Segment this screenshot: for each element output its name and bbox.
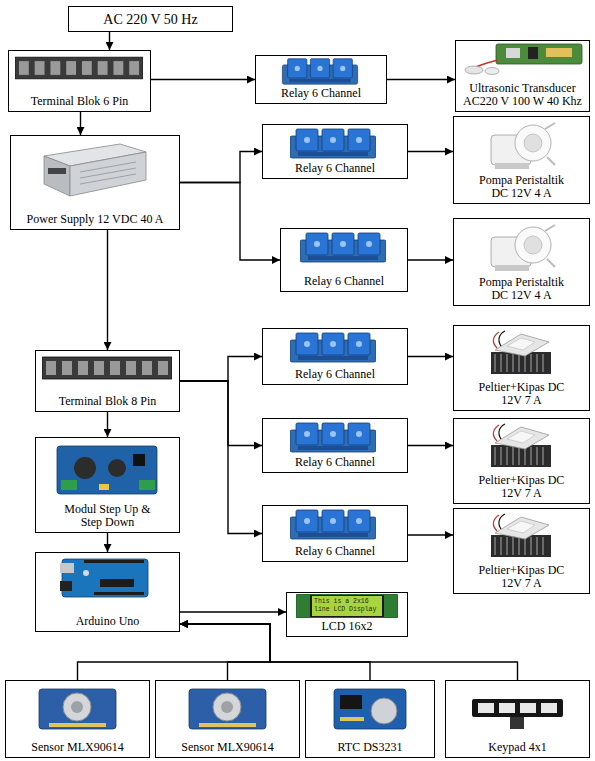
node-label: Peltier+Kipas DC 12V 7 A	[472, 474, 572, 500]
load-box: Peltier+Kipas DC 12V 7 A	[453, 418, 590, 504]
arrow-connector	[408, 356, 453, 357]
lcd-display-icon	[296, 594, 398, 618]
arrow-connector	[78, 624, 271, 680]
arrow-connector	[180, 183, 280, 261]
relay-module-icon	[290, 423, 376, 452]
peltier-fan-icon	[491, 514, 551, 557]
node-label: AC 220 V 50 Hz	[103, 12, 197, 27]
terminal-block-box: Terminal Blok 8 Pin	[35, 350, 180, 412]
terminal-block-icon	[15, 57, 143, 79]
node-label: Keypad 4x1	[488, 741, 546, 754]
node-label: Pompa Peristaltik DC 12V 4 A	[472, 174, 572, 200]
lcd-screen-text: This is a 2x16 line LCD Display	[314, 598, 380, 614]
load-box: Ultrasonic Transducer AC220 V 100 W 40 K…	[455, 40, 590, 112]
node-label: Terminal Blok 8 Pin	[59, 395, 157, 408]
arrow-connector	[180, 611, 286, 612]
power-source-box: AC 220 V 50 Hz	[68, 6, 233, 32]
node-label: Modul Step Up & Step Down	[58, 503, 158, 529]
converter-box: Modul Step Up & Step Down	[35, 437, 180, 533]
relay-box: Relay 6 Channel	[262, 418, 408, 473]
peltier-fan-icon	[491, 424, 551, 467]
arrow-connector	[408, 151, 453, 152]
terminal-block-box: Terminal Blok 6 Pin	[8, 50, 151, 112]
peristaltic-pump-icon	[491, 123, 555, 169]
node-label: Relay 6 Channel	[295, 545, 375, 558]
arduino-board-icon	[60, 559, 148, 597]
relay-module-icon	[290, 129, 376, 158]
load-box: Pompa Peristaltik DC 12V 4 A	[453, 218, 590, 306]
input-device-box: Sensor MLX90614	[5, 680, 150, 758]
arrow-connector	[151, 79, 255, 80]
arrow-connector	[180, 381, 262, 534]
relay-box: Relay 6 Channel	[280, 228, 408, 292]
arrow-connector	[180, 381, 262, 446]
node-label: Relay 6 Channel	[304, 275, 384, 288]
temperature-sensor-icon	[189, 689, 266, 729]
node-label: Peltier+Kipas DC 12V 7 A	[472, 381, 572, 407]
arrow-connector	[180, 357, 262, 382]
arrow-connector	[408, 259, 453, 260]
input-device-box: Keypad 4x1	[445, 680, 590, 758]
node-label: Relay 6 Channel	[295, 368, 375, 381]
node-label: Peltier+Kipas DC 12V 7 A	[472, 564, 572, 590]
node-label: Ultrasonic Transducer AC220 V 100 W 40 K…	[460, 82, 585, 108]
input-device-box: Sensor MLX90614	[155, 680, 300, 758]
arrow-connector	[387, 79, 455, 80]
step-module-icon	[57, 446, 157, 494]
rtc-module-icon	[334, 689, 406, 729]
node-label: LCD 16x2	[322, 620, 373, 633]
arrow-connector	[408, 534, 453, 535]
relay-box: Relay 6 Channel	[262, 505, 408, 562]
node-label: Sensor MLX90614	[31, 741, 123, 754]
relay-module-icon	[290, 510, 376, 539]
power-supply-icon	[44, 144, 146, 196]
keypad-icon	[472, 699, 563, 729]
arrow-connector	[408, 445, 453, 446]
node-label: Relay 6 Channel	[295, 162, 375, 175]
node-label: Relay 6 Channel	[295, 456, 375, 469]
load-box: Pompa Peristaltik DC 12V 4 A	[453, 116, 590, 204]
load-box: Peltier+Kipas DC 12V 7 A	[453, 325, 590, 411]
relay-box: Relay 6 Channel	[262, 124, 408, 179]
ultrasonic-transducer-icon	[465, 44, 582, 75]
arrow-connector	[107, 533, 108, 552]
arrow-connector	[109, 32, 110, 50]
load-box: Peltier+Kipas DC 12V 7 A	[453, 508, 590, 594]
relay-module-icon	[282, 59, 357, 84]
relay-module-icon	[300, 233, 386, 262]
relay-box: Relay 6 Channel	[255, 55, 387, 104]
node-label: Terminal Blok 6 Pin	[31, 95, 129, 108]
node-label: Sensor MLX90614	[181, 741, 273, 754]
arrow-connector	[107, 412, 108, 437]
node-label: Pompa Peristaltik DC 12V 4 A	[472, 276, 572, 302]
arrow-connector	[180, 152, 262, 183]
node-label: RTC DS3231	[338, 741, 403, 754]
temperature-sensor-icon	[39, 689, 116, 729]
input-device-box: RTC DS3231	[305, 680, 435, 758]
peltier-fan-icon	[491, 331, 551, 374]
terminal-block-icon	[42, 357, 172, 379]
power-supply-box: Power Supply 12 VDC 40 A	[10, 135, 180, 230]
node-label: Arduino Uno	[76, 615, 140, 628]
node-label: Relay 6 Channel	[281, 87, 361, 100]
controller-box: Arduino Uno	[35, 552, 180, 632]
peristaltic-pump-icon	[491, 225, 555, 271]
node-label: Power Supply 12 VDC 40 A	[27, 213, 164, 226]
arrow-connector	[180, 624, 270, 680]
arrow-connector	[80, 112, 81, 135]
relay-module-icon	[290, 333, 376, 362]
relay-box: Relay 6 Channel	[262, 328, 408, 385]
arrow-connector	[107, 230, 108, 350]
